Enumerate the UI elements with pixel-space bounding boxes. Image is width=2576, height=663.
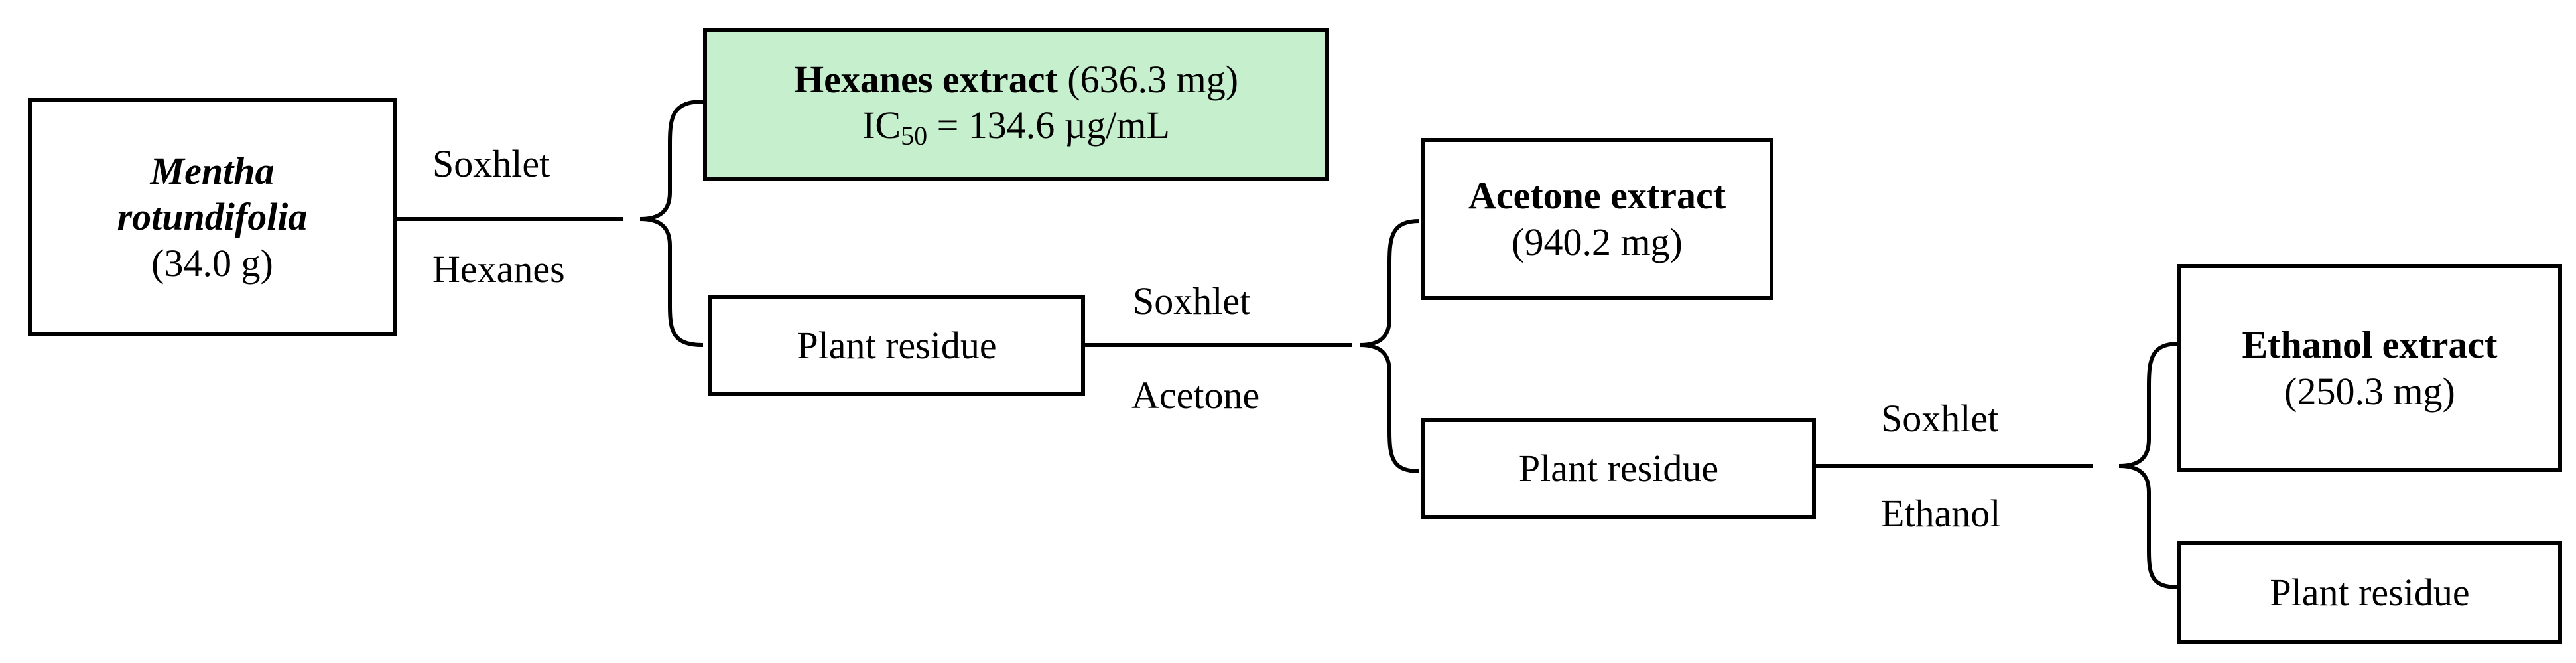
acetone-extract-name: Acetone extract (1468, 174, 1726, 218)
step3-method-label: Soxhlet (1881, 397, 1999, 440)
ic50-value: = 134.6 µg/mL (936, 104, 1170, 147)
acetone-extract-mass: (940.2 mg) (1512, 220, 1683, 263)
brace-step1 (639, 100, 704, 347)
step1-method-label: Soxhlet (432, 142, 550, 185)
plant-residue-2-label: Plant residue (1518, 447, 1719, 490)
ethanol-extract-name: Ethanol extract (2242, 323, 2498, 366)
plant-residue-1-box: Plant residue (708, 295, 1085, 396)
ethanol-extract-mass: (250.3 mg) (2284, 369, 2455, 413)
ic50-prefix: IC (862, 104, 901, 147)
step1-solvent-label: Hexanes (432, 248, 565, 291)
source-plant-box: Mentha rotundifolia (34.0 g) (28, 98, 397, 336)
ic50-subscript: 50 (901, 121, 928, 151)
hexanes-extract-name: Hexanes extract (793, 57, 1058, 101)
hexanes-extract-box: Hexanes extract (636.3 mg) IC50 = 134.6 … (703, 28, 1329, 181)
hexanes-extract-title: Hexanes extract (636.3 mg) (794, 56, 1238, 103)
brace-step2 (1359, 219, 1420, 473)
step2-method-label: Soxhlet (1133, 279, 1251, 323)
step2-solvent-label: Acetone (1131, 374, 1260, 417)
ethanol-extract-box: Ethanol extract (250.3 mg) (2177, 264, 2562, 472)
plant-species: rotundifolia (117, 195, 308, 239)
plant-residue-3-box: Plant residue (2177, 541, 2562, 644)
plant-residue-2-box: Plant residue (1421, 418, 1816, 519)
plant-genus: Mentha (150, 149, 275, 192)
hexanes-extract-mass: (636.3 mg) (1067, 57, 1239, 101)
acetone-extract-box: Acetone extract (940.2 mg) (1421, 138, 1773, 300)
brace-step3 (2118, 342, 2179, 589)
step3-solvent-label: Ethanol (1881, 492, 2001, 535)
hexanes-ic50: IC50 = 134.6 µg/mL (862, 102, 1170, 152)
plant-residue-1-label: Plant residue (797, 324, 997, 368)
plant-mass: (34.0 g) (151, 241, 273, 285)
plant-residue-3-label: Plant residue (2270, 571, 2470, 615)
